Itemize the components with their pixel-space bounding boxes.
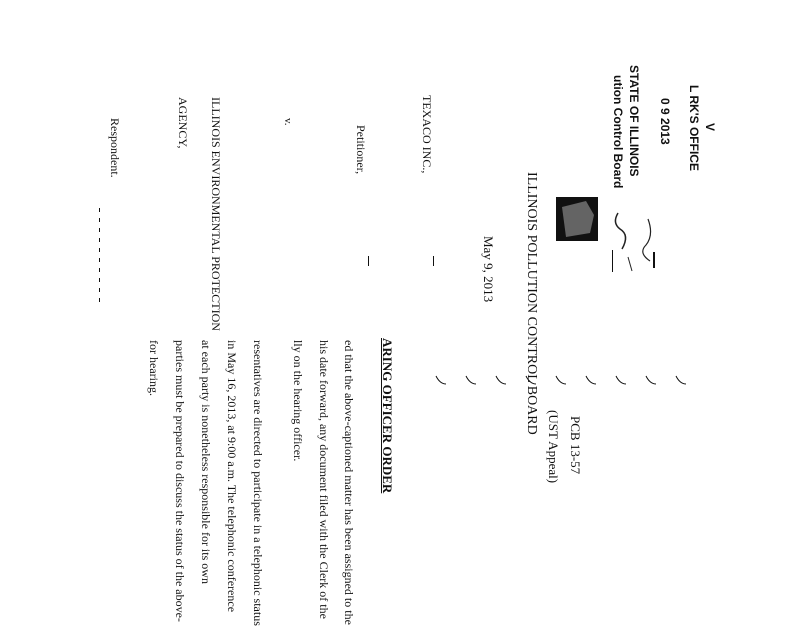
stamp-date: 0 9 2013 <box>658 98 672 145</box>
petitioner-role: Petitioner, <box>354 125 368 175</box>
caption-dashed-line <box>99 208 100 303</box>
bracket-mark <box>433 256 434 266</box>
respondent-name-2: AGENCY, <box>176 97 190 149</box>
bracket-mark <box>368 256 369 266</box>
pen-stroke <box>653 252 655 268</box>
case-number: PCB 13-57 <box>568 416 583 475</box>
versus: v. <box>282 118 294 126</box>
body-line-2: his date forward, any document filed wit… <box>317 340 331 619</box>
body-line-6: in May 16, 2013, at 9:00 a.m. The teleph… <box>225 340 239 613</box>
case-type: (UST Appeal) <box>546 410 561 484</box>
body-line-8: parties must be prepared to discuss the … <box>173 340 187 622</box>
board-seal-icon <box>556 197 598 241</box>
order-date: May 9, 2013 <box>481 236 496 303</box>
board-title: ILLINOIS POLLUTION CONTROL BOARD <box>524 172 539 435</box>
caption-parentheses <box>435 375 687 385</box>
stamp-state: STATE OF ILLINOIS <box>627 65 641 177</box>
body-line-9: for hearing. <box>147 340 161 396</box>
pen-stroke <box>612 250 613 272</box>
handwritten-signature <box>614 212 652 272</box>
body-line-7: at each party is nonetheless responsible… <box>199 340 213 584</box>
stamp-office: L RK'S OFFICE <box>687 85 701 171</box>
body-line-1: ed that the above-captioned matter has b… <box>342 340 356 625</box>
order-heading: ARING OFFICER ORDER <box>380 338 395 494</box>
stamp-board: ution Control Board <box>611 75 625 189</box>
respondent-name: ILLINOIS ENVIRONMENTAL PROTECTION <box>209 97 223 331</box>
body-line-5: resentatives are directed to participate… <box>251 340 265 626</box>
petitioner-name: TEXACO INC., <box>420 95 434 174</box>
body-line-3: lly on the hearing officer. <box>291 340 305 462</box>
stamp-mark: V <box>703 123 717 132</box>
respondent-role: Respondent. <box>108 118 122 178</box>
